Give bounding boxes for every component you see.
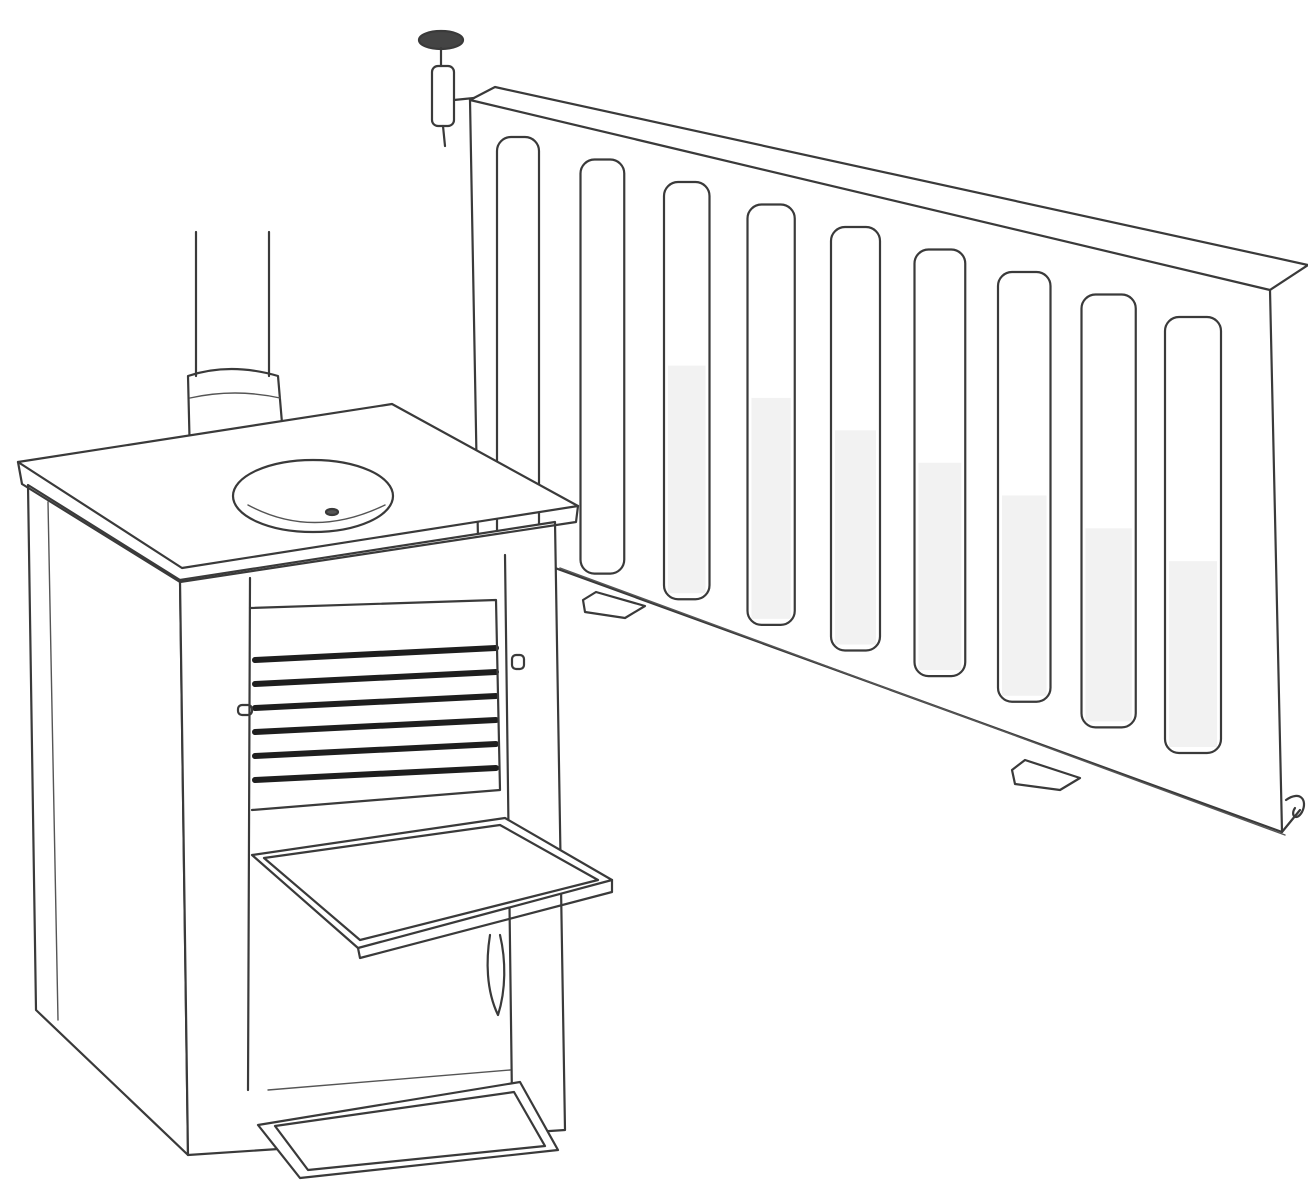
radiator-slot-shade — [1169, 561, 1217, 747]
radiator-slots — [497, 137, 1221, 753]
radiator-slot-shade — [752, 398, 791, 619]
radiator-bleed-valve — [419, 31, 474, 146]
radiator-slot-shade — [1086, 528, 1132, 721]
radiator-slot-shade — [668, 366, 706, 594]
stove — [18, 232, 612, 1178]
radiator-slot — [581, 160, 625, 574]
radiator-slot-shade — [835, 430, 876, 644]
radiator-slot-shade — [1002, 495, 1047, 695]
radiator-slot-shade — [919, 463, 962, 670]
